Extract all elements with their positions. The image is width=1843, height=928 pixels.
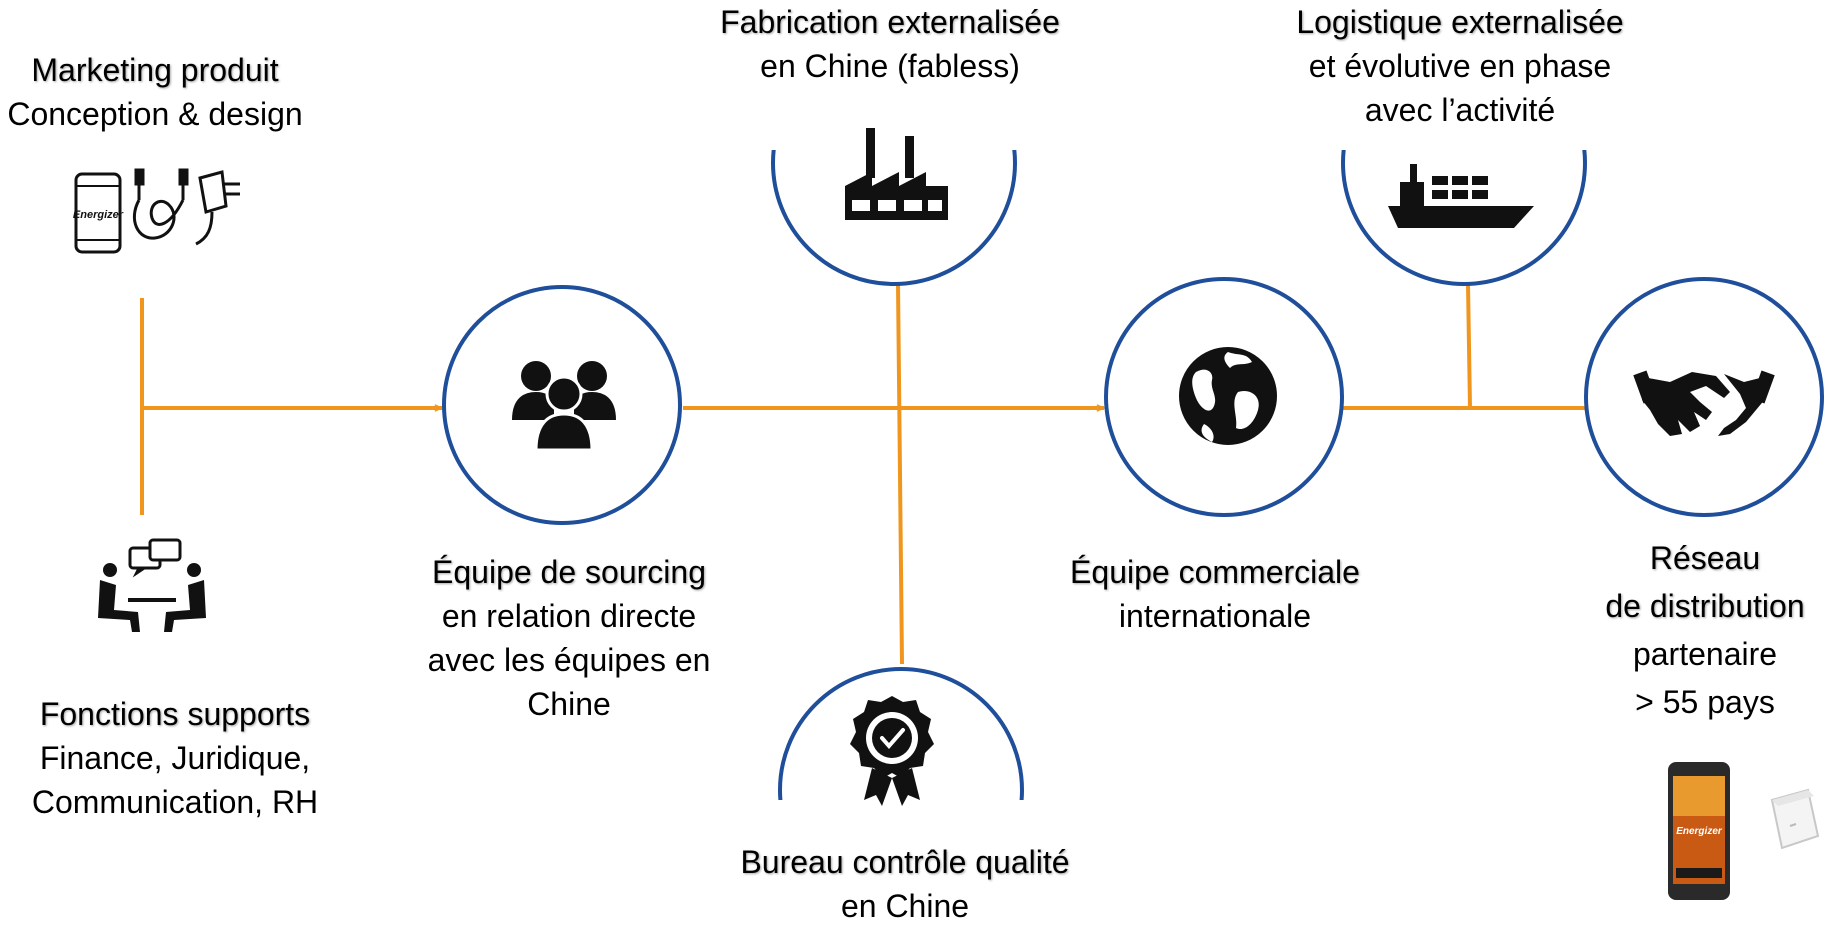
commerciale-title: Équipe commerciale <box>1070 554 1360 590</box>
cable-icon <box>132 168 189 240</box>
commerciale-line-1: internationale <box>1118 598 1312 634</box>
qualite-line-1: en Chine <box>840 888 970 924</box>
charger-icon <box>195 170 240 246</box>
logistique-title: Logistique externalisée <box>1296 4 1624 40</box>
qualite-label: Bureau contrôle qualité en Chine <box>680 840 1130 928</box>
energizer-brand-label: Energizer <box>73 209 124 221</box>
sourcing-line-1: en relation directe <box>441 598 697 634</box>
reseau-label: Réseau de distribution partenaire > 55 p… <box>1570 534 1840 726</box>
reseau-line-2: > 55 pays <box>1635 684 1775 720</box>
power-adapter-product-image <box>1770 788 1820 850</box>
smartphone-product-image: Energizer <box>1668 762 1730 900</box>
sourcing-label: Équipe de sourcing en relation directe a… <box>392 550 746 726</box>
marketing-label: Marketing produit Conception & design <box>0 48 310 136</box>
reseau-line-1: partenaire <box>1632 636 1778 672</box>
fabrication-line-1: en Chine (fabless) <box>760 48 1020 84</box>
logistique-label: Logistique externalisée et évolutive en … <box>1240 0 1680 132</box>
sourcing-line-2: avec les équipes en <box>427 642 711 678</box>
people-group-icon <box>512 361 616 452</box>
support-line-2: Communication, RH <box>31 784 319 820</box>
support-line-1: Finance, Juridique, <box>39 740 311 776</box>
sourcing-line-3: Chine <box>527 686 611 722</box>
phone-product-brand: Energizer <box>1676 826 1723 837</box>
logistique-line-2: avec l’activité <box>1364 92 1556 128</box>
globe-icon <box>1177 345 1279 447</box>
marketing-title: Marketing produit <box>31 52 279 88</box>
factory-icon <box>845 128 948 220</box>
meeting-icon <box>98 538 206 632</box>
reseau-title-line-1: Réseau <box>1649 540 1761 576</box>
commerciale-label: Équipe commerciale internationale <box>1020 550 1410 638</box>
reseau-title-line-2: de distribution <box>1605 588 1805 624</box>
node-circles <box>442 150 1824 800</box>
fabrication-label: Fabrication externalisée en Chine (fable… <box>650 0 1130 88</box>
sourcing-title: Équipe de sourcing <box>432 554 706 590</box>
reseau-circle <box>1584 277 1824 517</box>
quality-badge-icon <box>850 696 934 806</box>
fabrication-title: Fabrication externalisée <box>720 4 1060 40</box>
handshake-icon <box>1633 370 1775 436</box>
flow-lines <box>140 283 1592 665</box>
qualite-title: Bureau contrôle qualité <box>740 844 1070 880</box>
cargo-ship-icon <box>1388 164 1534 228</box>
support-label: Fonctions supports Finance, Juridique, C… <box>0 692 350 824</box>
logistique-line <box>1466 283 1472 409</box>
support-title: Fonctions supports <box>39 696 311 732</box>
marketing-line-1: Conception & design <box>7 96 303 132</box>
phone-icon: Energizer <box>73 172 124 254</box>
logistique-line-1: et évolutive en phase <box>1308 48 1612 84</box>
fabrication-qualite-line <box>896 283 904 665</box>
